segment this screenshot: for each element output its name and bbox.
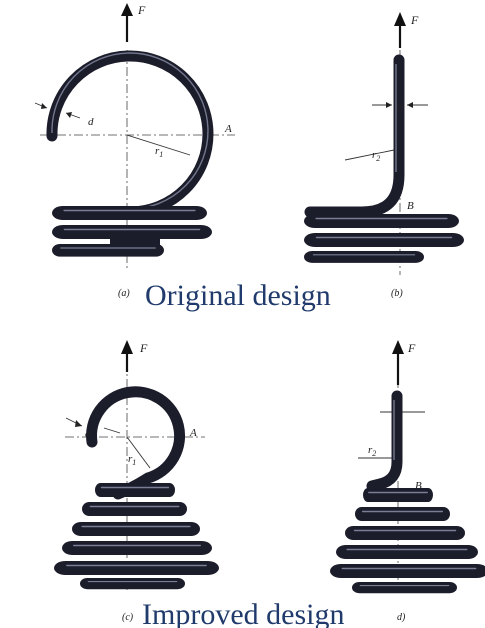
force-arrow-icon [394, 12, 406, 48]
force-arrow-icon [121, 3, 133, 42]
caption-original: Original design [145, 279, 331, 312]
panel-label: (a) [118, 288, 130, 299]
force-label: F [410, 13, 419, 27]
point-label: A [189, 427, 197, 439]
panel-c-improved-loop-hook: F r1 d A (c) [52, 340, 221, 623]
force-label: F [139, 341, 148, 355]
spring-coils [302, 212, 466, 264]
wire-diameter-label: d [88, 116, 94, 128]
radius-label: r2 [368, 444, 376, 458]
point-label: B [407, 200, 414, 212]
force-label: F [137, 3, 146, 17]
force-label: F [407, 341, 416, 355]
panel-a-original-loop-hook: F r1 d A (a) [34, 3, 235, 299]
panel-d-improved-side-hook: F r2 B d) [328, 340, 485, 623]
radius-label: r2 [372, 149, 380, 163]
caption-improved: Improved design [142, 598, 344, 628]
radius-label: r1 [128, 453, 136, 467]
panel-label: d) [397, 612, 406, 623]
point-label: A [224, 123, 232, 135]
spring-coils [328, 487, 485, 594]
force-arrow-icon [121, 340, 133, 372]
wire-diameter-label: d [85, 428, 91, 440]
radius-label: r1 [155, 145, 163, 159]
wire-diameter-label: d [397, 101, 403, 113]
panel-b-original-side-hook: F d r2 B (b) [302, 12, 466, 299]
spring-coils [50, 204, 214, 258]
hook-straight-wire [304, 54, 405, 218]
hook-straight-wire [366, 390, 403, 492]
spring-coils [52, 482, 221, 590]
panel-label: (b) [391, 288, 403, 299]
point-label: B [415, 480, 422, 492]
hook-loop-wire [46, 50, 214, 218]
hook-loop-wire [86, 386, 186, 500]
force-arrow-icon [392, 340, 404, 385]
panel-label: (c) [122, 612, 134, 623]
